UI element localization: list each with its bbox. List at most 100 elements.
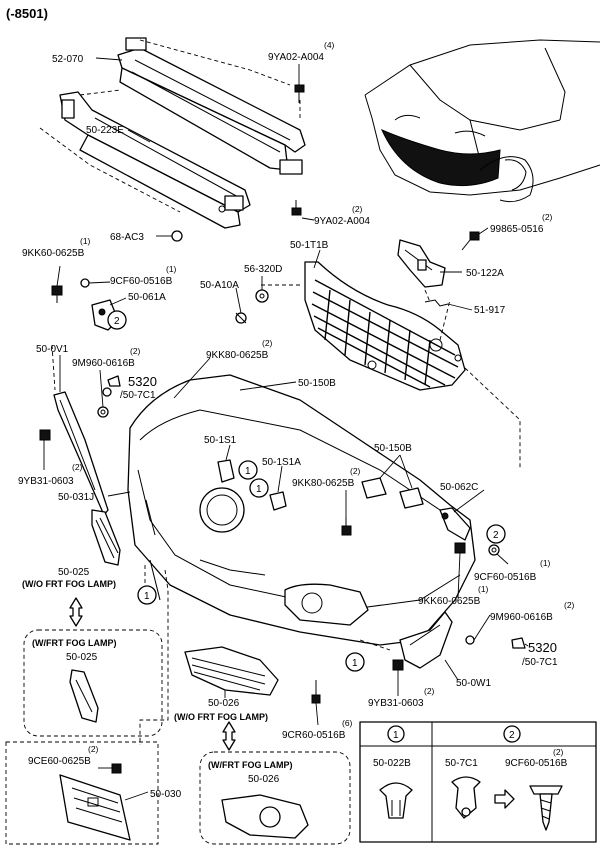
- label-50-a10a: 50-A10A: [200, 280, 239, 291]
- label-50-026: 50-026: [208, 698, 240, 709]
- front-grille: [304, 261, 466, 391]
- bolt-icon: [51, 285, 63, 303]
- qty-9yb31-r: (2): [424, 686, 435, 696]
- side-bracket-right: [439, 507, 471, 541]
- svg-text:1: 1: [144, 591, 150, 602]
- fog-lamp-box-left: [23, 629, 163, 737]
- label-9cf60-r: 9CF60-0516B: [474, 572, 537, 583]
- car-front-icon: [364, 39, 601, 203]
- callout-1: 1: [238, 460, 258, 480]
- label-50-1t1b: 50-1T1B: [290, 240, 329, 251]
- fog-lamp-box-right: [199, 751, 351, 845]
- qty-9yb31-l: (2): [72, 462, 83, 472]
- legend-col1-head: 1: [393, 730, 399, 741]
- label-50-0v1: 50-0V1: [36, 344, 69, 355]
- label-68-ac3: 68-AC3: [110, 232, 144, 243]
- legend-col2-part-b: 9CF60-0516B: [505, 758, 568, 769]
- label-50-1s1: 50-1S1: [204, 435, 237, 446]
- clip-icon: [171, 230, 183, 242]
- qty-9m960-l: (2): [130, 346, 141, 356]
- qty-9cr60: (6): [342, 718, 353, 728]
- label-9kk60-tl: 9KK60-0625B: [22, 248, 85, 259]
- callout-1: 1: [249, 478, 269, 498]
- svg-text:1: 1: [256, 484, 262, 495]
- label-9m960-r: 9M960-0616B: [490, 612, 553, 623]
- label-9yb31-r: 9YB31-0603: [368, 698, 424, 709]
- qty-9kk60-r: (1): [478, 584, 489, 594]
- label-fog-box-bot: (W/FRT FOG LAMP): [208, 760, 292, 770]
- fog-bezel-with-lamp: [221, 794, 309, 839]
- label-9ya02-bot: 9YA02-A004: [314, 216, 370, 227]
- label-50-7c1-r: /50-7C1: [522, 657, 558, 668]
- label-50-061a: 50-061A: [128, 292, 166, 303]
- fog-cover-left: [91, 509, 121, 566]
- clip-icon: [424, 299, 449, 307]
- leader-lines: [43, 57, 529, 801]
- label-99865: 99865-0516: [490, 224, 544, 235]
- label-9cr60: 9CR60-0516B: [282, 730, 346, 741]
- label-9kk80-mid: 9KK80-0625B: [292, 478, 355, 489]
- callout-2: 2: [107, 310, 127, 330]
- svg-text:1: 1: [245, 466, 251, 477]
- label-52-070: 52-070: [52, 54, 84, 65]
- label-fog-box-top-part: 50-025: [66, 652, 98, 663]
- bolt-icon: [294, 84, 305, 103]
- qty-9ya02-top: (4): [324, 40, 335, 50]
- clip-icon: [488, 544, 500, 556]
- side-bracket-w1: [399, 611, 453, 669]
- qty-9kk80-mid: (2): [350, 466, 361, 476]
- bolt-icon: [111, 763, 122, 774]
- label-50-7c1-l: /50-7C1: [120, 390, 156, 401]
- qty-9ya02-bot: (2): [352, 204, 363, 214]
- fastener-legend: 1 2 50-022B 50-7C1 (2) 9CF60-0516B: [359, 721, 597, 843]
- label-9ya02-top: 9YA02-A004: [268, 52, 324, 63]
- callout-1: 1: [345, 652, 365, 672]
- label-51-917: 51-917: [474, 305, 506, 316]
- part-labels: 52-070 (4) 9YA02-A004 50-223E 68-AC3 (2)…: [18, 40, 575, 800]
- label-50-150b-mid: 50-150B: [374, 443, 412, 454]
- fog-cover-left-with-lamp: [69, 669, 99, 723]
- label-5320-l: 5320: [128, 374, 157, 389]
- bolt-icon: [341, 518, 352, 536]
- callout-2: 2: [486, 524, 506, 544]
- legend-col1-part: 50-022B: [373, 758, 411, 769]
- arrow-icon: [511, 637, 526, 649]
- fog-bezel: [184, 646, 279, 696]
- label-50-150b-top: 50-150B: [298, 378, 336, 389]
- label-fog-box-bot-part: 50-026: [248, 774, 280, 785]
- double-arrow-icon: [69, 597, 83, 627]
- label-5320-r: 5320: [528, 640, 557, 655]
- bolt-icon: [454, 542, 466, 554]
- bumper-clip-side: [217, 459, 287, 511]
- license-box: [5, 741, 159, 845]
- qty-9cf60-tl: (1): [166, 264, 177, 274]
- label-50-223e: 50-223E: [86, 125, 124, 136]
- clip-icon: [102, 387, 112, 397]
- bolt-icon: [392, 659, 404, 671]
- qty-9kk80-top: (2): [262, 338, 273, 348]
- qty-99865: (2): [542, 212, 553, 222]
- label-fog-box-top: (W/FRT FOG LAMP): [32, 638, 116, 648]
- callout-1: 1: [137, 585, 157, 605]
- label-9kk80-top: 9KK80-0625B: [206, 350, 269, 361]
- label-9m960-l: 9M960-0616B: [72, 358, 135, 369]
- legend-col2-part-a: 50-7C1: [445, 758, 478, 769]
- bumper-cover: [127, 374, 476, 646]
- note-50-025: (W/O FRT FOG LAMP): [22, 579, 116, 589]
- label-50-1s1a: 50-1S1A: [262, 457, 301, 468]
- clip-icon: [97, 406, 109, 418]
- bolt-icon: [461, 231, 480, 251]
- double-arrow-icon: [222, 721, 236, 751]
- bumper-absorber: [59, 91, 251, 229]
- qty-9cf60-r: (1): [540, 558, 551, 568]
- bolt-icon: [311, 680, 321, 704]
- label-50-030: 50-030: [150, 789, 182, 800]
- arrow-icon: [107, 375, 121, 387]
- bumper-clip-mid: [361, 477, 424, 509]
- qty-9kk60-tl: (1): [80, 236, 91, 246]
- clip-icon: [80, 278, 90, 288]
- side-bracket-v1: [53, 391, 109, 516]
- grille-bracket: [397, 239, 446, 288]
- label-9ce60: 9CE60-0625B: [28, 756, 91, 767]
